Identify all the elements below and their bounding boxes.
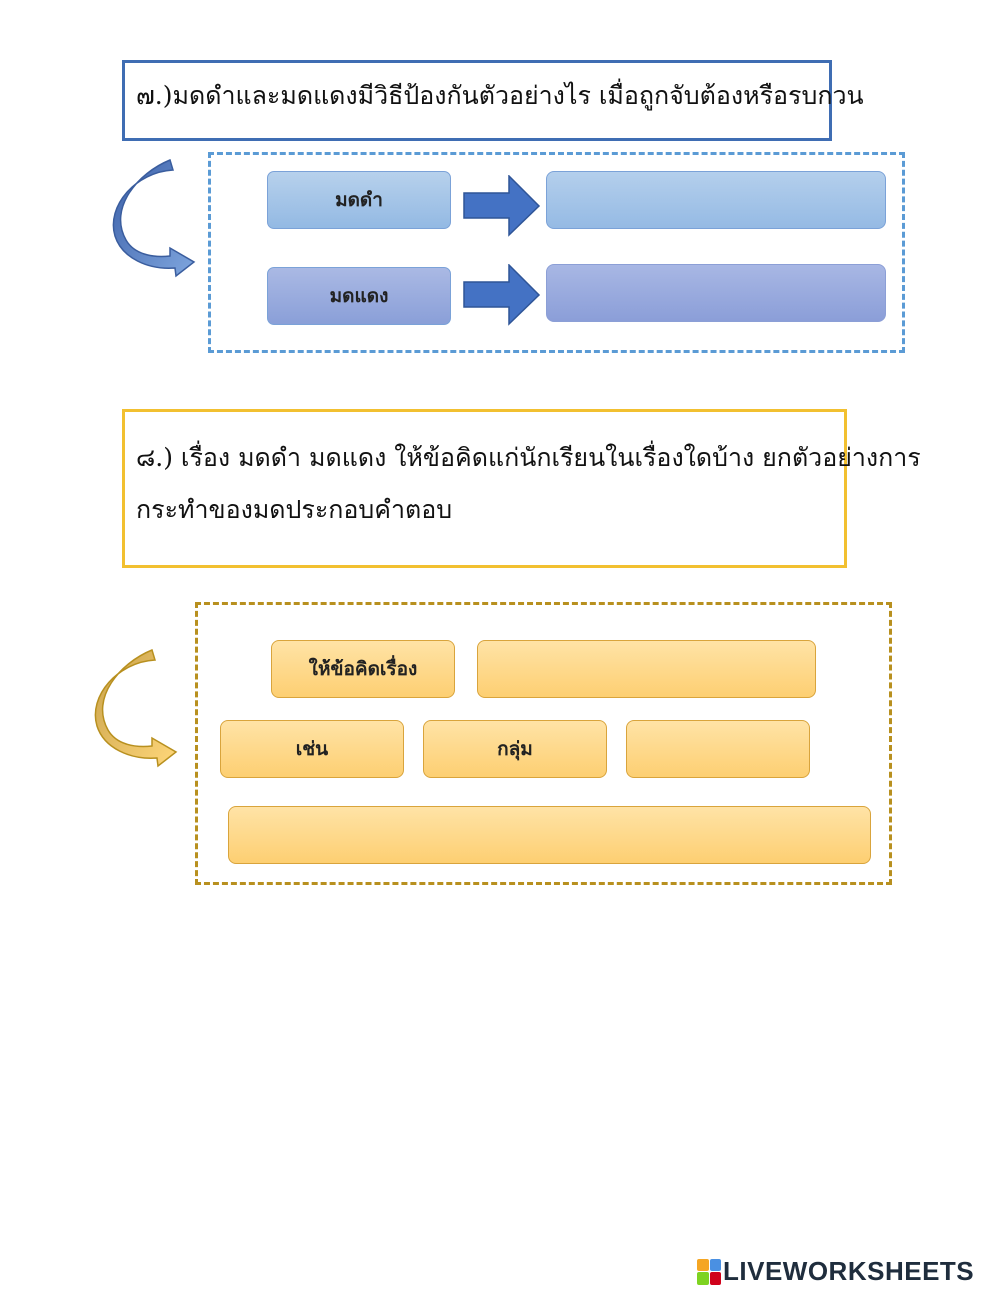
answer-input-red-ant[interactable] (546, 264, 886, 322)
answer-input-example[interactable] (228, 806, 871, 864)
logo-square (709, 1258, 721, 1271)
label-example: เช่น (220, 720, 404, 778)
logo-square (697, 1272, 709, 1285)
answer-area-7 (208, 152, 905, 353)
answer-input-black-ant[interactable] (546, 171, 886, 229)
right-arrow-icon (463, 175, 541, 237)
question-8-text-line1: ๘.) เรื่อง มดดำ มดแดง ให้ข้อคิดแก่นักเรี… (136, 443, 921, 472)
question-8-box (122, 409, 847, 568)
right-arrow-icon (463, 264, 541, 326)
answer-input-lesson[interactable] (477, 640, 816, 698)
label-red-ant: มดแดง (267, 267, 451, 325)
logo-square (709, 1272, 721, 1285)
label-lesson: ให้ข้อคิดเรื่อง (271, 640, 455, 698)
brand-name: LIVEWORKSHEETS (723, 1256, 975, 1286)
curved-arrow-icon (112, 158, 196, 278)
answer-area-8 (195, 602, 892, 885)
liveworksheets-logo-icon (697, 1258, 721, 1285)
answer-input-group[interactable] (626, 720, 810, 778)
logo-square (697, 1258, 709, 1271)
brand-logo: LIVEWORKSHEETS (697, 1256, 974, 1287)
label-black-ant: มดดำ (267, 171, 451, 229)
curved-arrow-icon (94, 648, 178, 768)
label-group: กลุ่ม (423, 720, 607, 778)
question-8-text-line2: กระทำของมดประกอบคำตอบ (136, 495, 453, 524)
question-7-box (122, 60, 832, 141)
question-7-text: ๗.)มดดำและมดแดงมีวิธีป้องกันตัวอย่างไร เ… (136, 81, 864, 110)
